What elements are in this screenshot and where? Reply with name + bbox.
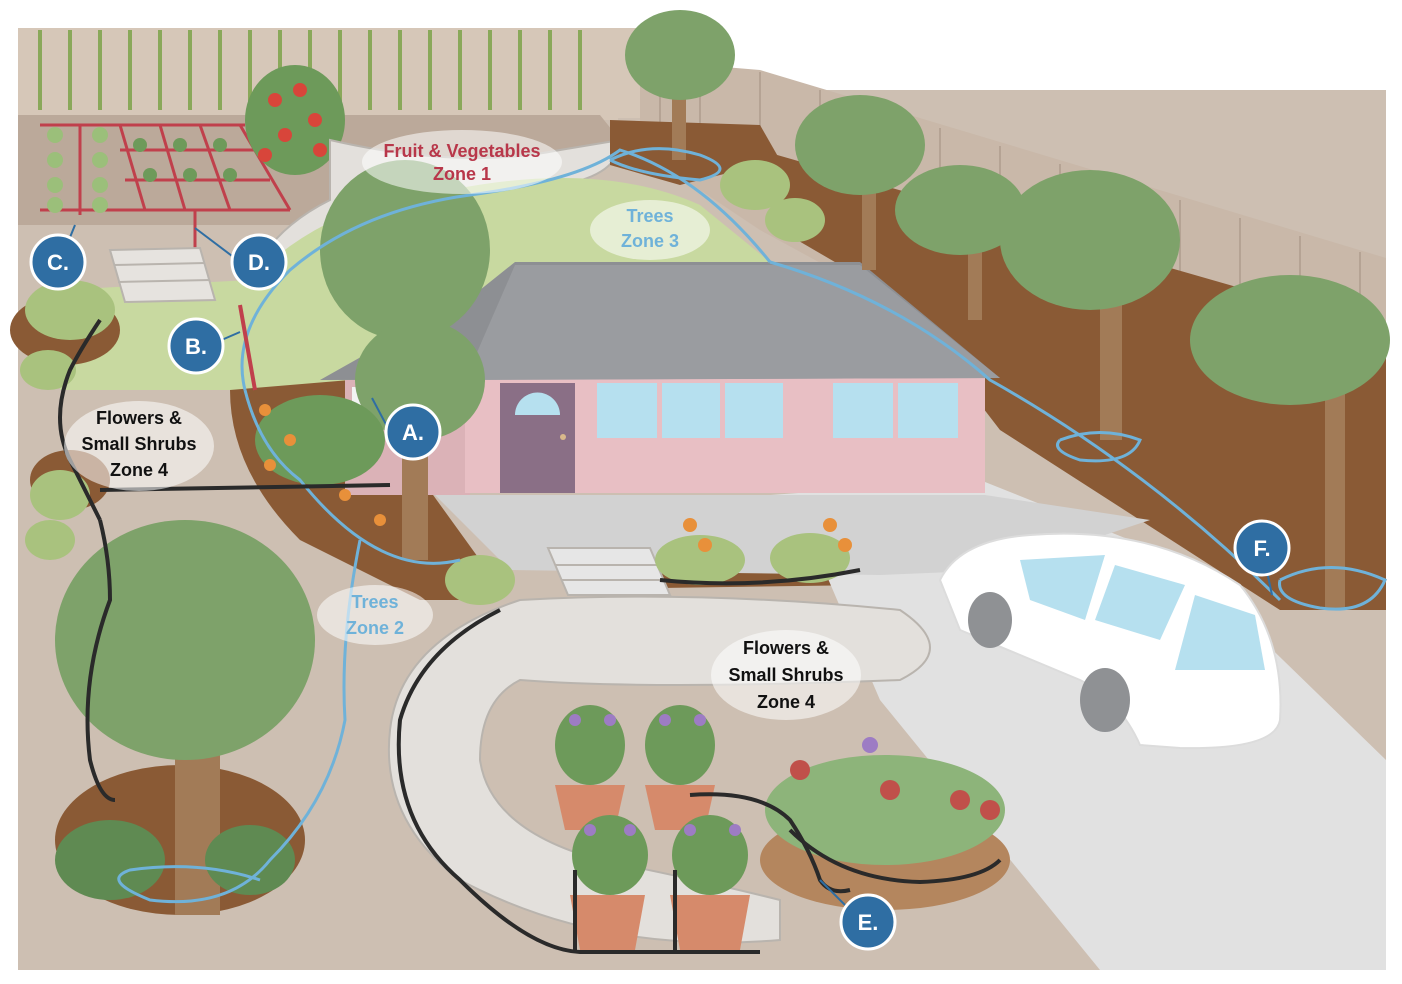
zone2-title: Trees xyxy=(351,592,398,612)
marker-b: B. xyxy=(167,317,225,375)
red-supply-pipes xyxy=(238,304,257,391)
marker-a-label: A. xyxy=(402,420,424,445)
zone4-front-line1: Flowers & xyxy=(743,638,829,658)
marker-b-label: B. xyxy=(185,334,207,359)
zone1-title: Fruit & Vegetables xyxy=(383,141,540,161)
blue-drip-lines xyxy=(117,147,1387,904)
garden-steps xyxy=(108,246,217,304)
zone-label-flowers-front: Flowers & Small Shrubs Zone 4 xyxy=(711,630,861,720)
zone-label-trees-back: Trees Zone 3 xyxy=(590,200,710,260)
zone-label-fruit-vegetables: Fruit & Vegetables Zone 1 xyxy=(362,130,562,194)
tree-canopies xyxy=(55,10,1390,915)
zone-label-trees-front: Trees Zone 2 xyxy=(317,585,433,645)
marker-f: F. xyxy=(1233,519,1291,577)
marker-d-label: D. xyxy=(248,250,270,275)
zone4-left-line3: Zone 4 xyxy=(110,460,168,480)
marker-c: C. xyxy=(29,233,87,291)
vegetable-plants xyxy=(47,127,237,213)
zone2-number: Zone 2 xyxy=(346,618,404,638)
zone4-front-line2: Small Shrubs xyxy=(728,665,843,685)
flower-beds xyxy=(255,395,852,552)
car xyxy=(938,532,1282,750)
marker-c-label: C. xyxy=(47,250,69,275)
planter-pots xyxy=(555,705,1010,950)
zone3-title: Trees xyxy=(626,206,673,226)
tomato-plants xyxy=(245,65,345,175)
zone4-front-line3: Zone 4 xyxy=(757,692,815,712)
zone4-left-line1: Flowers & xyxy=(96,408,182,428)
marker-e-label: E. xyxy=(858,910,879,935)
marker-a: A. xyxy=(384,403,442,461)
zone-label-flowers-left: Flowers & Small Shrubs Zone 4 xyxy=(64,401,214,491)
zone1-number: Zone 1 xyxy=(433,164,491,184)
shrubs xyxy=(20,160,850,605)
marker-f-label: F. xyxy=(1253,536,1270,561)
zone3-number: Zone 3 xyxy=(621,231,679,251)
zone4-left-line2: Small Shrubs xyxy=(81,434,196,454)
marker-e: E. xyxy=(839,893,897,951)
marker-d: D. xyxy=(230,233,288,291)
